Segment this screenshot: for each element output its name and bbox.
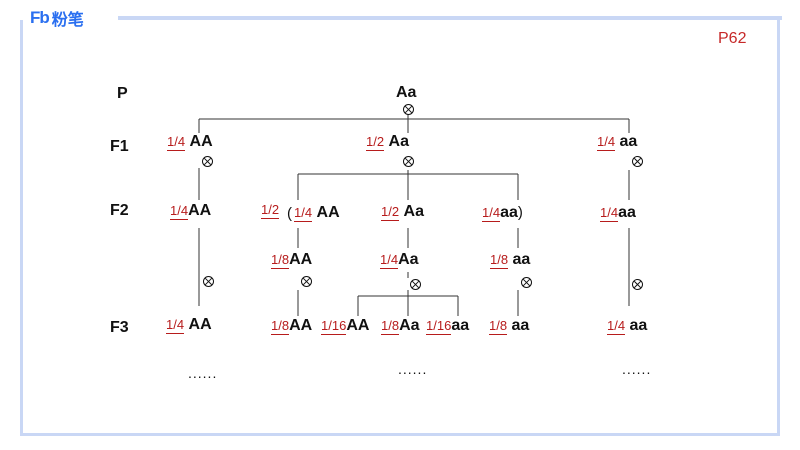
gen-label-f3: F3 (110, 319, 129, 336)
gen-label-p: P (117, 85, 128, 102)
fraction: 1/8 (271, 252, 290, 269)
open-paren: ( (287, 205, 292, 222)
genotype: Aa (398, 251, 419, 268)
fraction: 1/4 (167, 134, 186, 151)
self-cross-icon (403, 156, 414, 167)
gen-label-f1: F1 (110, 138, 129, 155)
fraction: 1/4 (380, 252, 399, 269)
genotype: AA (346, 317, 370, 334)
genotype: AA (189, 133, 213, 150)
genotype: AA (289, 317, 313, 334)
genotype: AA (316, 204, 340, 221)
fraction: 1/4 (294, 205, 313, 222)
f2-mid-a: 1/4 AA (294, 204, 340, 222)
f2-left: 1/4AA (170, 202, 212, 220)
genotype: Aa (388, 133, 409, 150)
fraction: 1/2 (261, 202, 280, 219)
ellipsis-left: ...... (188, 365, 218, 381)
fraction: 1/2 (366, 134, 385, 151)
fraction: 1/16 (321, 318, 347, 335)
brand-logo: Fb 粉笔 (30, 6, 84, 30)
genotype: aa (451, 317, 470, 334)
brand-mark: Fb (30, 8, 50, 27)
close-paren: ) (517, 204, 523, 221)
genotype: aa (618, 204, 636, 221)
f1-mid: 1/2 Aa (366, 133, 409, 151)
fraction: 1/16 (426, 318, 452, 335)
f1-left: 1/4 AA (167, 133, 213, 151)
genotype: aa (629, 317, 648, 334)
genotype: AA (188, 202, 212, 219)
self-cross-icon (403, 104, 414, 115)
fraction: 1/8 (490, 252, 509, 269)
slide-frame (20, 20, 780, 436)
f2-mid-c: 1/4aa) (482, 204, 523, 222)
f2-right: 1/4aa (600, 204, 636, 222)
genotype: aa (619, 133, 638, 150)
genotype: AA (188, 316, 212, 333)
fraction: 1/4 (166, 317, 185, 334)
f3-a: 1/8AA (271, 317, 313, 335)
f3-left: 1/4 AA (166, 316, 212, 334)
f2-scaled-a: 1/8AA (271, 251, 313, 269)
self-cross-icon (203, 276, 214, 287)
fraction: 1/4 (170, 203, 189, 220)
f1-right: 1/4 aa (597, 133, 638, 151)
f3-b3: 1/16aa (426, 317, 470, 335)
p-genotype: Aa (396, 84, 417, 101)
fraction: 1/4 (482, 205, 501, 222)
f2-scaled-c: 1/8 aa (490, 251, 531, 269)
genotype: aa (512, 251, 531, 268)
page-number: P62 (718, 30, 747, 47)
genotype: AA (289, 251, 313, 268)
genotype: aa (500, 204, 518, 221)
self-cross-icon (632, 156, 643, 167)
f3-right: 1/4 aa (607, 317, 648, 335)
brand-name: 粉笔 (51, 12, 84, 29)
genotype: Aa (399, 317, 420, 334)
ellipsis-mid: ...... (398, 361, 428, 377)
fraction: 1/4 (600, 205, 619, 222)
fraction: 1/8 (271, 318, 290, 335)
genotype: Aa (403, 203, 424, 220)
fraction: 1/8 (489, 318, 508, 335)
f2-scaled-b: 1/4Aa (380, 251, 419, 269)
ellipsis-right: ...... (622, 361, 652, 377)
self-cross-icon (632, 279, 643, 290)
gen-label-f2: F2 (110, 202, 129, 219)
f2-mid-b: 1/2 Aa (381, 203, 424, 221)
fraction: 1/8 (381, 318, 400, 335)
self-cross-icon (202, 156, 213, 167)
self-cross-icon (301, 276, 312, 287)
f2-group-fraction: 1/2 (261, 202, 280, 219)
self-cross-icon (521, 277, 532, 288)
self-cross-icon (410, 279, 421, 290)
fraction: 1/2 (381, 204, 400, 221)
f3-b2: 1/8Aa (381, 317, 420, 335)
f3-c: 1/8 aa (489, 317, 530, 335)
fraction: 1/4 (597, 134, 616, 151)
f3-b1: 1/16AA (321, 317, 370, 335)
fraction: 1/4 (607, 318, 626, 335)
header-accent-bar (118, 16, 782, 20)
genotype: aa (511, 317, 530, 334)
